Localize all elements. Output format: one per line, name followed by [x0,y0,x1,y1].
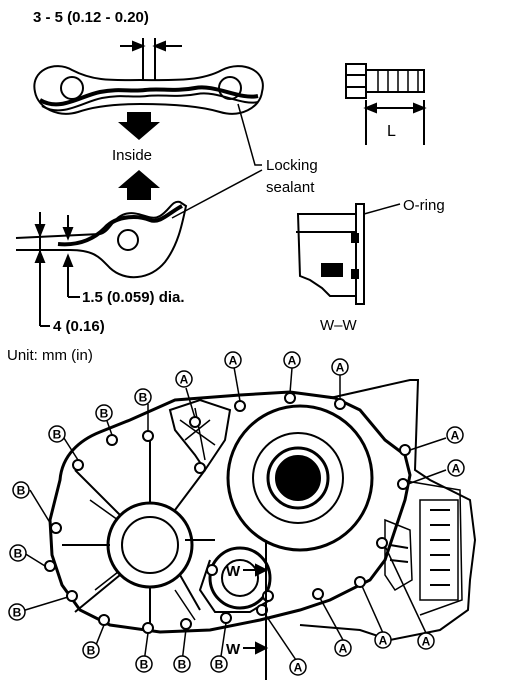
marker-a: A [339,642,348,656]
cutting-plane [243,540,269,680]
unit-label: Unit: mm (in) [7,347,93,364]
bead-diameter-label: 1.5 (0.059) dia. [82,289,185,306]
oring-section [296,203,401,305]
gasket-detail-section [15,200,188,327]
marker-b: B [140,658,149,672]
w-mark-upper: W [226,563,241,580]
marker-b: B [215,658,224,672]
marker-b: B [139,391,148,405]
marker-b: B [14,547,23,561]
marker-b: B [13,606,22,620]
locking-sealant-label-1: Locking [266,157,318,174]
marker-b: B [100,407,109,421]
sealant-leaders [171,103,263,219]
bolt-length-label: L [387,123,396,140]
marker-a: A [379,634,388,648]
marker-a: A [451,429,460,443]
bead-offset-label: 4 (0.16) [53,318,105,335]
marker-a: A [288,354,297,368]
marker-a: A [229,354,238,368]
marker-b: B [178,658,187,672]
locking-sealant-label-2: sealant [266,179,315,196]
marker-a: A [422,635,431,649]
inside-label: Inside [112,147,152,164]
oring-label: O-ring [403,197,445,214]
markers-b [8,388,228,673]
marker-b: B [53,428,62,442]
marker-a: A [452,462,461,476]
gasket-detail-top [33,38,264,115]
marker-a: A [294,661,303,675]
bolt-icon [345,63,427,145]
marker-a: A [180,373,189,387]
marker-b: B [17,484,26,498]
markers-a [175,351,465,676]
marker-a: A [336,361,345,375]
w-mark-lower: W [226,641,241,658]
transmission-case [44,379,477,642]
marker-b: B [87,644,96,658]
inside-arrows [118,112,160,200]
section-label: W–W [320,317,358,334]
gap-dimension-label: 3 - 5 (0.12 - 0.20) [33,9,149,26]
